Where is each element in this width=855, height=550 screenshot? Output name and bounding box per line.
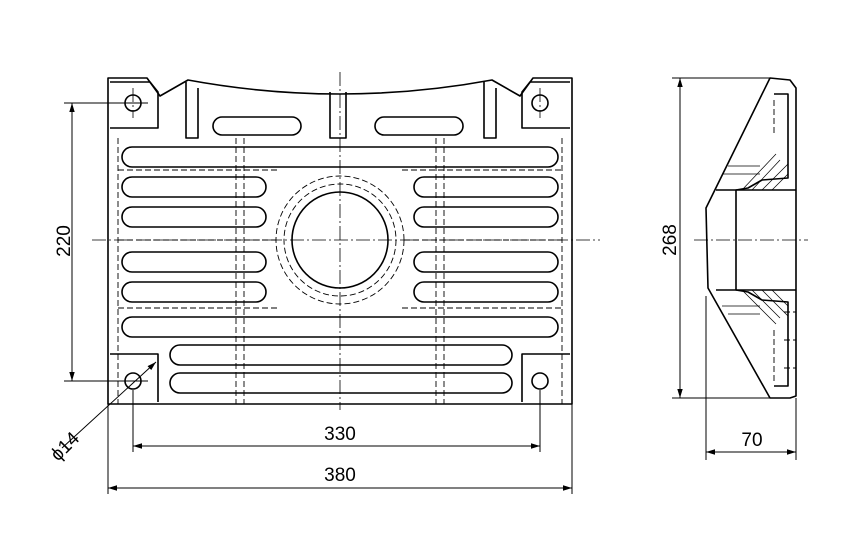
dim-220-label: 220 [54,225,75,257]
rib-right-1 [413,176,559,198]
side-outline [705,77,797,399]
rib-bottom-1 [169,344,513,366]
corner-pad-top-left [110,81,159,129]
dim-380-label: 380 [324,465,356,486]
slot-top-right [374,116,464,136]
dim-330-label: 330 [324,424,356,445]
rib-left-2 [121,206,267,228]
dim-268-label: 268 [660,224,681,256]
mount-hole-bottom-right [531,372,549,390]
top-notch-left [185,82,199,139]
rib-bottom-2 [169,372,513,394]
side-view [694,77,808,399]
section-hatching [722,153,789,325]
rib-left-3 [121,251,267,273]
dim-70-label: 70 [741,430,762,451]
rib-right-3 [413,251,559,273]
front-view [64,72,600,410]
corner-pad-top-right [521,81,570,129]
dim-hole-label: ϕ14 [47,428,85,466]
top-notch-right [483,82,497,139]
corner-pad-bottom-left [110,353,159,402]
top-notch-center [329,92,347,139]
slot-top-left [212,116,302,136]
side-hidden-lines [773,100,796,384]
rib-left-1 [121,176,267,198]
rib-right-4 [413,281,559,303]
dim-hole-leader [61,361,157,449]
corner-pad-bottom-right [521,353,570,402]
rib-left-4 [121,281,267,303]
rib-right-2 [413,206,559,228]
side-dimensions: 268 70 [660,77,797,460]
